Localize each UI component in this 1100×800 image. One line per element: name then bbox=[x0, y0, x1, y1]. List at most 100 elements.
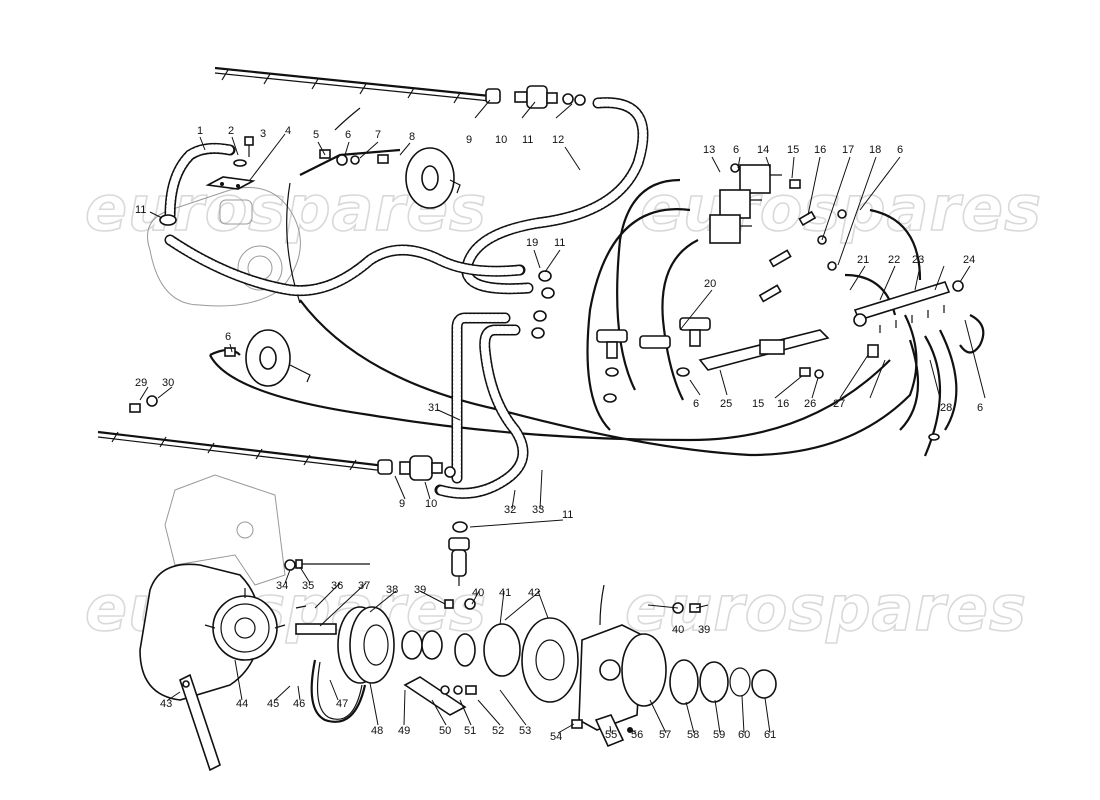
callout-43: 43 bbox=[160, 698, 172, 710]
callout-12: 12 bbox=[552, 134, 564, 146]
adjuster-bracket-43 bbox=[179, 673, 221, 772]
distribution-block-22 bbox=[853, 280, 985, 457]
callout-52: 52 bbox=[492, 725, 504, 737]
vacuum-canister-upper bbox=[286, 107, 461, 304]
hose-elbow-1 bbox=[159, 142, 236, 226]
callout-54: 54 bbox=[550, 731, 562, 743]
callout-9-a: 9 bbox=[466, 134, 472, 146]
pump-housing-44 bbox=[139, 563, 286, 701]
callout-20: 20 bbox=[704, 278, 716, 290]
callout-13: 13 bbox=[703, 144, 715, 156]
callout-6-a: 6 bbox=[345, 129, 351, 141]
callout-6-c: 6 bbox=[897, 144, 903, 156]
callout-11-d: 11 bbox=[562, 509, 573, 521]
callout-9-b: 9 bbox=[399, 498, 405, 510]
callout-6-b: 6 bbox=[733, 144, 739, 156]
callout-8: 8 bbox=[409, 131, 415, 143]
callout-44: 44 bbox=[236, 698, 248, 710]
callout-labels: 1 2 3 4 5 6 7 8 9 10 11 12 13 6 14 15 16… bbox=[135, 125, 983, 743]
bracket-25 bbox=[698, 329, 830, 371]
clutch-plate-42 bbox=[521, 617, 579, 703]
callout-59: 59 bbox=[713, 729, 725, 741]
drive-belt-47 bbox=[310, 659, 367, 723]
callout-16-b: 16 bbox=[777, 398, 789, 410]
callout-15-a: 15 bbox=[787, 144, 799, 156]
callout-53: 53 bbox=[519, 725, 531, 737]
leader-lines bbox=[139, 99, 986, 734]
callout-17: 17 bbox=[842, 144, 854, 156]
fittings-15-18 bbox=[758, 179, 847, 303]
callout-55: 55 bbox=[605, 729, 617, 741]
callout-57: 57 bbox=[659, 729, 671, 741]
callout-11-b: 11 bbox=[135, 204, 146, 216]
callout-32: 32 bbox=[504, 504, 516, 516]
hub-57-rings bbox=[621, 602, 777, 707]
bolts-34-37 bbox=[284, 559, 370, 635]
callout-18: 18 bbox=[869, 144, 881, 156]
callout-16-a: 16 bbox=[814, 144, 826, 156]
callout-14: 14 bbox=[757, 144, 769, 156]
callout-42: 42 bbox=[528, 587, 540, 599]
callout-47: 47 bbox=[336, 698, 348, 710]
callout-19: 19 bbox=[526, 237, 538, 249]
check-valve-lower bbox=[448, 537, 470, 586]
callout-21: 21 bbox=[857, 254, 869, 266]
hose-31-32 bbox=[434, 312, 529, 499]
vacuum-valve-lower bbox=[399, 455, 456, 481]
callout-30: 30 bbox=[162, 377, 174, 389]
tee-fittings-20 bbox=[596, 317, 711, 403]
callout-3: 3 bbox=[260, 128, 266, 140]
vacuum-canister-middle bbox=[209, 329, 311, 387]
callout-10-a: 10 bbox=[495, 134, 507, 146]
callout-58: 58 bbox=[687, 729, 699, 741]
vacuum-valve-upper bbox=[514, 85, 586, 109]
callout-1: 1 bbox=[197, 125, 203, 137]
lower-injector-rail bbox=[97, 395, 393, 475]
callout-31: 31 bbox=[428, 402, 440, 414]
solenoid-valves-14 bbox=[709, 163, 782, 244]
callout-41: 41 bbox=[499, 587, 511, 599]
callout-10-b: 10 bbox=[425, 498, 437, 510]
bracket-50-smallparts bbox=[403, 676, 633, 748]
callout-48: 48 bbox=[371, 725, 383, 737]
callout-6-f: 6 bbox=[977, 402, 983, 414]
callout-11-a: 11 bbox=[522, 134, 533, 146]
callout-40-b: 40 bbox=[672, 624, 684, 636]
callout-35: 35 bbox=[302, 580, 314, 592]
pulley-38 bbox=[337, 606, 395, 684]
long-vacuum-tube-33 bbox=[209, 299, 918, 457]
callout-29: 29 bbox=[135, 377, 147, 389]
callout-50: 50 bbox=[439, 725, 451, 737]
callout-4: 4 bbox=[285, 125, 291, 137]
callout-23: 23 bbox=[912, 254, 924, 266]
callout-36: 36 bbox=[331, 580, 343, 592]
callout-45: 45 bbox=[267, 698, 279, 710]
callout-49: 49 bbox=[398, 725, 410, 737]
callout-27: 27 bbox=[833, 398, 845, 410]
callout-46: 46 bbox=[293, 698, 305, 710]
callout-6-d: 6 bbox=[225, 331, 231, 343]
callout-25: 25 bbox=[720, 398, 732, 410]
callout-26: 26 bbox=[804, 398, 816, 410]
callout-60: 60 bbox=[738, 729, 750, 741]
callout-56: 56 bbox=[631, 729, 643, 741]
callout-7: 7 bbox=[375, 129, 381, 141]
callout-6-e: 6 bbox=[693, 398, 699, 410]
upper-injector-rail bbox=[214, 66, 501, 104]
callout-33: 33 bbox=[532, 504, 544, 516]
bolt-washer-2-3 bbox=[233, 136, 254, 167]
bracket-4 bbox=[205, 176, 256, 190]
callout-11-c: 11 bbox=[554, 237, 565, 249]
callout-40-a: 40 bbox=[472, 587, 484, 599]
hose-12 bbox=[461, 97, 649, 295]
fittings-15-16-26 bbox=[799, 344, 940, 441]
callout-39-b: 39 bbox=[698, 624, 710, 636]
callout-5: 5 bbox=[313, 129, 319, 141]
callout-39-a: 39 bbox=[414, 584, 426, 596]
callout-2: 2 bbox=[228, 125, 234, 137]
pump-bracket-ghost bbox=[164, 474, 286, 586]
washers-39-49 bbox=[401, 598, 521, 677]
callout-22: 22 bbox=[888, 254, 900, 266]
callout-37: 37 bbox=[358, 580, 370, 592]
